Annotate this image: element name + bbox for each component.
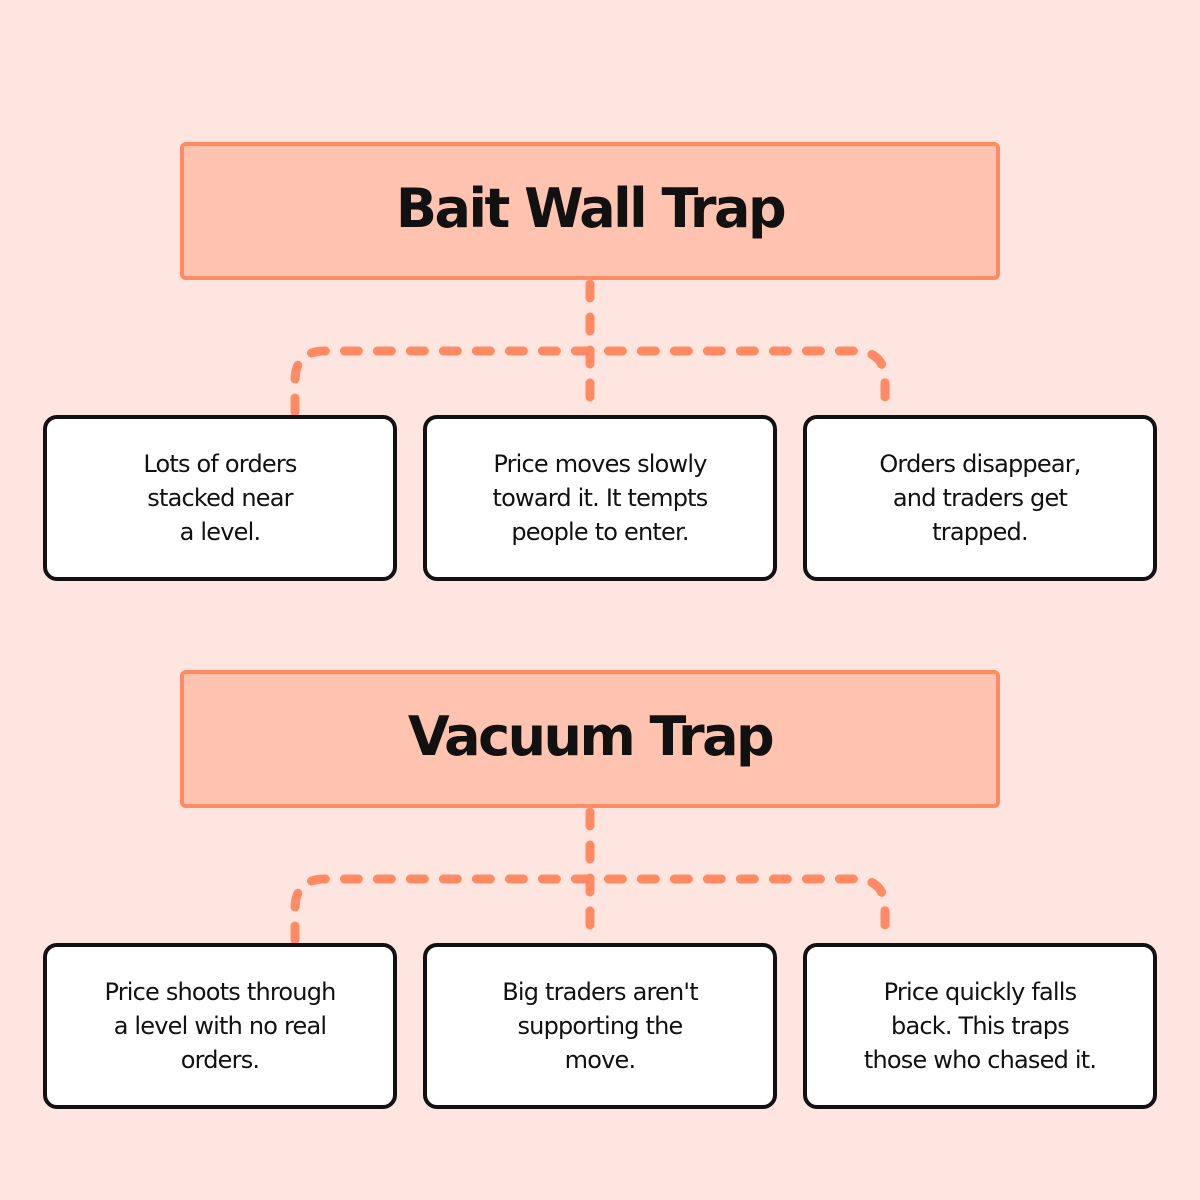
step-text: Lots of orders stacked near a level. (143, 450, 297, 546)
bait-wall-trap-step-1: Lots of orders stacked near a level. (43, 415, 397, 581)
bait-wall-trap-header: Bait Wall Trap (180, 142, 1000, 280)
bait-wall-trap-title: Bait Wall Trap (395, 177, 787, 240)
vacuum-trap-branch-connector (290, 874, 890, 945)
step-text: Price shoots through a level with no rea… (104, 978, 336, 1074)
vacuum-trap-step-3: Price quickly falls back. This traps tho… (803, 943, 1157, 1109)
step-text: Big traders aren't supporting the move. (502, 978, 698, 1074)
bait-wall-trap-step-2: Price moves slowly toward it. It tempts … (423, 415, 777, 581)
vacuum-trap-title: Vacuum Trap (407, 705, 775, 768)
step-text: Orders disappear, and traders get trappe… (879, 450, 1081, 546)
vacuum-trap-step-2: Big traders aren't supporting the move. (423, 943, 777, 1109)
bait-wall-trap-branch-connector (290, 346, 890, 417)
vacuum-trap-step-1: Price shoots through a level with no rea… (43, 943, 397, 1109)
step-text: Price moves slowly toward it. It tempts … (492, 450, 709, 546)
step-text: Price quickly falls back. This traps tho… (863, 978, 1097, 1074)
bait-wall-trap-step-3: Orders disappear, and traders get trappe… (803, 415, 1157, 581)
vacuum-trap-header: Vacuum Trap (180, 670, 1000, 808)
